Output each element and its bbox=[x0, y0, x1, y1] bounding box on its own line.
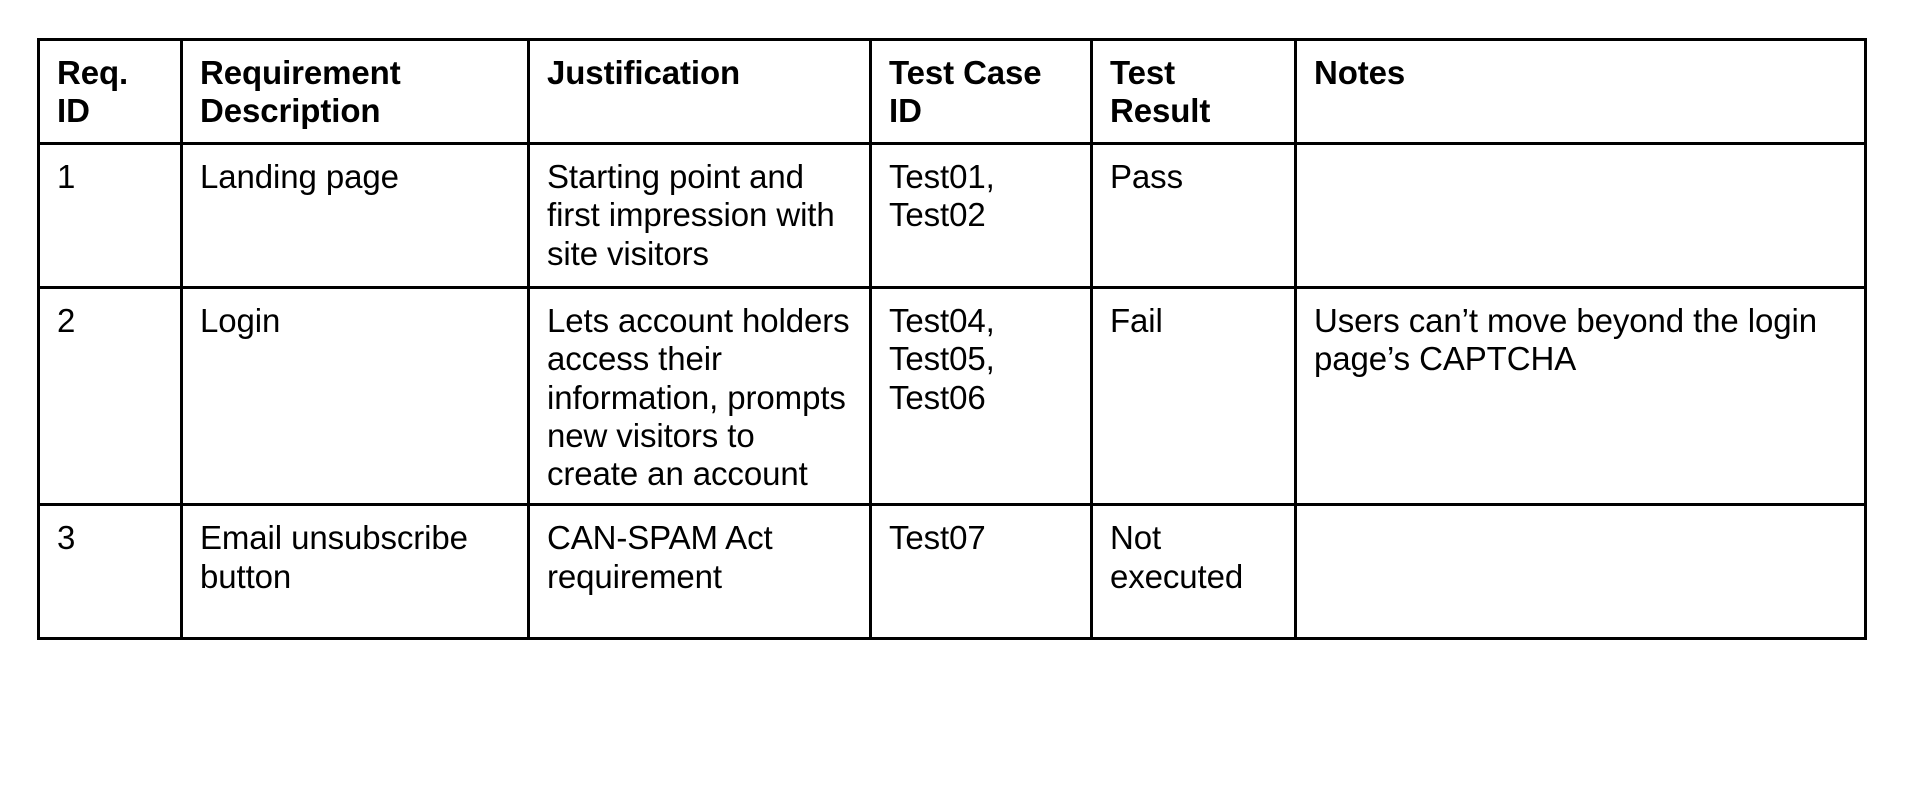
column-header-requirement-description: Requirement Description bbox=[180, 38, 530, 145]
cell-test-case-id: Test01, Test02 bbox=[869, 142, 1093, 289]
cell-test-result: Not executed bbox=[1090, 503, 1297, 641]
table-row: 3 Email unsubscribe button CAN-SPAM Act … bbox=[37, 503, 1867, 641]
column-header-req-id: Req. ID bbox=[37, 38, 183, 145]
cell-requirement-description: Login bbox=[180, 285, 530, 507]
cell-justification-value: Starting point and first impression with… bbox=[547, 158, 835, 272]
cell-justification-value: Lets account holders access their inform… bbox=[547, 302, 850, 493]
cell-test-case-id: Test07 bbox=[869, 503, 1093, 641]
cell-req-id: 3 bbox=[37, 503, 183, 641]
cell-requirement-description-value: Login bbox=[200, 302, 281, 339]
table-header-row: Req. ID Requirement Description Justific… bbox=[37, 38, 1867, 145]
cell-test-case-id: Test04, Test05, Test06 bbox=[869, 285, 1093, 507]
cell-justification-value: CAN-SPAM Act requirement bbox=[547, 519, 773, 595]
cell-requirement-description-value: Landing page bbox=[200, 158, 399, 195]
cell-justification: Starting point and first impression with… bbox=[527, 142, 872, 289]
cell-test-result: Pass bbox=[1090, 142, 1297, 289]
cell-test-case-id-value: Test04, Test05, Test06 bbox=[889, 302, 995, 416]
column-header-test-case-id: Test Case ID bbox=[869, 38, 1093, 145]
cell-test-result-value: Pass bbox=[1110, 158, 1183, 195]
column-header-notes-label: Notes bbox=[1314, 54, 1406, 91]
table-container: Req. ID Requirement Description Justific… bbox=[37, 38, 1867, 641]
cell-notes bbox=[1294, 142, 1867, 289]
cell-test-result-value: Not executed bbox=[1110, 519, 1244, 595]
column-header-req-id-label: Req. ID bbox=[57, 54, 129, 130]
cell-req-id-value: 3 bbox=[57, 519, 76, 557]
column-header-test-case-id-label: Test Case ID bbox=[889, 54, 1042, 130]
cell-test-case-id-value: Test01, Test02 bbox=[889, 158, 995, 234]
cell-notes-value: Users can’t move beyond the login page’s… bbox=[1314, 302, 1817, 378]
column-header-test-result-label: Test Result bbox=[1110, 54, 1211, 130]
cell-requirement-description: Landing page bbox=[180, 142, 530, 289]
table-row: 1 Landing page Starting point and first … bbox=[37, 142, 1867, 289]
cell-notes bbox=[1294, 503, 1867, 641]
cell-req-id: 1 bbox=[37, 142, 183, 289]
column-header-requirement-description-label: Requirement Description bbox=[200, 54, 401, 130]
cell-requirement-description-value: Email unsubscribe button bbox=[200, 519, 468, 595]
cell-req-id: 2 bbox=[37, 285, 183, 507]
column-header-justification-label: Justification bbox=[547, 54, 741, 91]
cell-notes: Users can’t move beyond the login page’s… bbox=[1294, 285, 1867, 507]
cell-justification: CAN-SPAM Act requirement bbox=[527, 503, 872, 641]
cell-req-id-value: 2 bbox=[57, 302, 76, 339]
cell-justification: Lets account holders access their inform… bbox=[527, 285, 872, 507]
column-header-justification: Justification bbox=[527, 38, 872, 145]
cell-requirement-description: Email unsubscribe button bbox=[180, 503, 530, 641]
cell-req-id-value: 1 bbox=[57, 158, 76, 195]
column-header-test-result: Test Result bbox=[1090, 38, 1297, 145]
cell-test-result-value: Fail bbox=[1110, 302, 1163, 339]
column-header-notes: Notes bbox=[1294, 38, 1867, 145]
cell-test-case-id-value: Test07 bbox=[889, 519, 986, 557]
requirements-traceability-table: Req. ID Requirement Description Justific… bbox=[37, 38, 1867, 641]
table-row: 2 Login Lets account holders access thei… bbox=[37, 285, 1867, 507]
cell-test-result: Fail bbox=[1090, 285, 1297, 507]
